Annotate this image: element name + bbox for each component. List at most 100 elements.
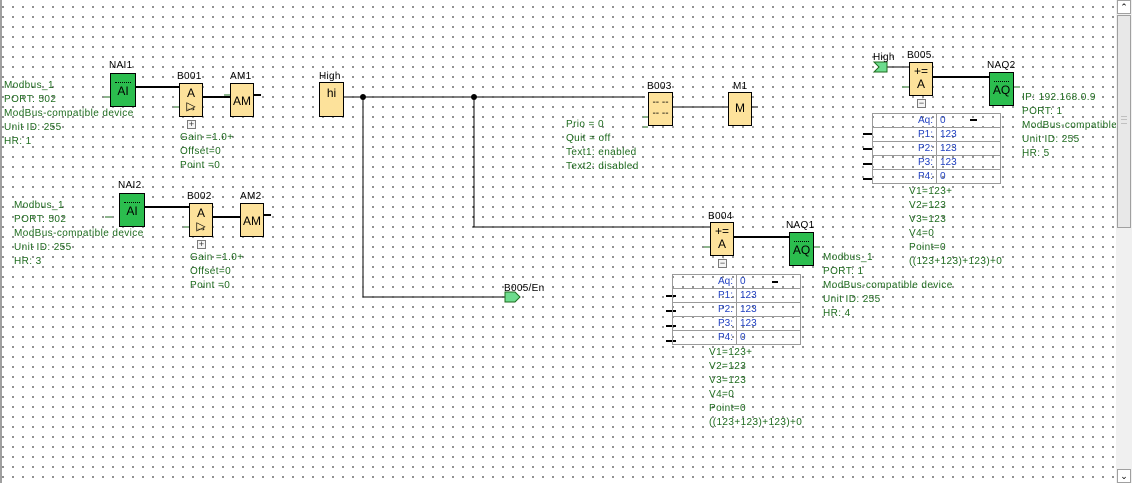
param-line: ModBus-compatible device — [4, 108, 134, 119]
naq1-symbol: AQ — [792, 243, 811, 257]
table-row: Aq:0 — [872, 113, 1001, 128]
b001-params: Gain =1.0+ Offset=0 Point =0 — [180, 131, 233, 173]
param-line: HR: 4 — [823, 308, 851, 319]
param-value[interactable]: 123 — [936, 127, 1001, 142]
param-key: Aq: — [872, 113, 937, 128]
message-icon-bottom: -- -- — [652, 108, 669, 119]
param-line: V3=123 — [709, 375, 747, 386]
m1-block[interactable]: M — [728, 92, 752, 126]
high-const-block[interactable]: hi — [319, 82, 344, 117]
table-row: P4:0 — [872, 169, 1001, 184]
b002-block[interactable]: A → ▷ — [189, 203, 213, 237]
vertical-scrollbar[interactable]: ⌃ ⌄ — [1116, 0, 1132, 483]
scroll-up-button[interactable]: ⌃ — [1117, 0, 1131, 14]
nai2-symbol: AI — [126, 204, 138, 218]
naq1-block[interactable]: AQ — [789, 232, 814, 266]
b005-params: V1=123+ V2=123 V3=123 V4=0 Point=0 ((123… — [909, 185, 1002, 269]
b005-label: B005 — [907, 50, 932, 61]
b001-block[interactable]: A → ▷ — [179, 83, 203, 117]
b003-block[interactable]: -- -- -- -- — [648, 92, 673, 126]
am2-block[interactable]: AM — [240, 203, 264, 237]
param-line: V1=123+ — [909, 186, 953, 197]
param-line: ModBus-compatible — [1022, 120, 1118, 131]
nai1-block[interactable]: AI — [110, 73, 136, 107]
table-row: P1:123 — [872, 127, 1001, 142]
analog-input-icon — [124, 202, 140, 203]
param-line: Gain =1.0+ — [190, 252, 244, 263]
param-line: ModBus-compatible device — [823, 280, 953, 291]
scroll-thumb[interactable] — [1117, 15, 1131, 228]
param-value[interactable]: 123 — [936, 141, 1001, 156]
table-row: P1:123 — [672, 288, 801, 303]
high-flag-label: High — [873, 52, 895, 63]
b003-params: Prio = 0 Quit = off Text1: enabled Text2… — [566, 118, 639, 174]
amplifier-icon: ▷ — [196, 219, 206, 233]
chevron-up-icon: ⌃ — [1120, 2, 1128, 12]
param-key: P4: — [872, 169, 937, 184]
param-line: HR: 3 — [14, 256, 42, 267]
param-key: P1: — [872, 127, 937, 142]
naq2-label: NAQ2 — [987, 60, 1016, 71]
am1-block[interactable]: AM — [230, 83, 254, 117]
b005-block[interactable]: += A → — [909, 62, 933, 105]
nai2-block[interactable]: AI — [119, 193, 145, 227]
table-row: Aq:0 — [672, 274, 801, 289]
param-line: ModBus-compatible device — [14, 228, 144, 239]
param-line: Point =0 — [180, 160, 221, 171]
param-key: P3: — [672, 316, 737, 331]
param-line: PORT: 502 — [4, 94, 57, 105]
table-row: P2:123 — [672, 302, 801, 317]
b004-symbol-top: += — [714, 224, 729, 238]
nai1-params: Modbus_1 PORT: 502 ModBus-compatible dev… — [4, 79, 134, 149]
param-line: V4=0 — [709, 389, 735, 400]
am1-symbol: AM — [233, 94, 251, 108]
param-value[interactable]: 0 — [936, 113, 1001, 128]
param-line: V3=123 — [909, 214, 947, 225]
b001-expand-button[interactable]: + — [187, 119, 196, 129]
param-key: Aq: — [672, 274, 737, 289]
b004-block[interactable]: += A → — [710, 222, 734, 265]
param-line: V4=0 — [909, 228, 935, 239]
high-const-label: High — [319, 71, 341, 82]
chevron-down-icon: ⌄ — [1120, 471, 1128, 481]
param-value[interactable]: 123 — [736, 316, 801, 331]
am2-label: AM2 — [240, 191, 262, 202]
b004-params: V1=123+ V2=123 V3=123 V4=0 Point=0 ((123… — [709, 346, 802, 430]
b004-param-table: Aq:0 P1:123 P2:123 P3:123 P4:0 — [672, 274, 801, 345]
param-value[interactable]: 123 — [936, 155, 1001, 170]
param-line: Modbus_1 — [14, 200, 64, 211]
param-value[interactable]: 123 — [736, 302, 801, 317]
b005-collapse-button[interactable]: − — [917, 98, 926, 108]
b005-en-flag-label: B005/En — [504, 283, 545, 294]
nai1-label: NAI1 — [109, 60, 133, 71]
param-line: Modbus_1 — [823, 252, 873, 263]
naq1-params: Modbus_1 PORT: 1 ModBus-compatible devic… — [823, 251, 953, 321]
param-line: V2=123 — [909, 200, 947, 211]
param-value[interactable]: 123 — [736, 288, 801, 303]
param-key: P2: — [872, 141, 937, 156]
wire-bus-branch-b005en — [362, 97, 505, 298]
b003-label: B003 — [647, 81, 672, 92]
b002-label: B002 — [187, 191, 212, 202]
param-value[interactable]: 0 — [736, 330, 801, 345]
param-line: Prio = 0 — [566, 119, 604, 130]
nai2-params: Modbus_1 PORT: 502 ModBus-compatible dev… — [14, 199, 144, 269]
scroll-down-button[interactable]: ⌄ — [1117, 469, 1131, 483]
am1-label: AM1 — [230, 71, 252, 82]
param-line: Offset=0 — [180, 146, 222, 157]
nai1-symbol: AI — [117, 84, 129, 98]
nai2-label: NAI2 — [118, 180, 142, 191]
param-line: Point =0 — [190, 280, 231, 291]
param-value[interactable]: 0 — [936, 169, 1001, 184]
naq2-block[interactable]: AQ — [989, 72, 1014, 106]
b002-expand-button[interactable]: + — [197, 239, 206, 249]
naq1-label: NAQ1 — [786, 220, 815, 231]
analog-output-icon — [794, 241, 809, 242]
b004-collapse-button[interactable]: − — [718, 258, 727, 268]
param-line: Unit ID: 255 — [823, 294, 881, 305]
b002-params: Gain =1.0+ Offset=0 Point =0 — [190, 251, 243, 293]
table-row: P3:123 — [872, 155, 1001, 170]
param-line: PORT: 1 — [823, 266, 864, 277]
amplifier-icon: ▷ — [186, 99, 196, 113]
param-value[interactable]: 0 — [736, 274, 801, 289]
